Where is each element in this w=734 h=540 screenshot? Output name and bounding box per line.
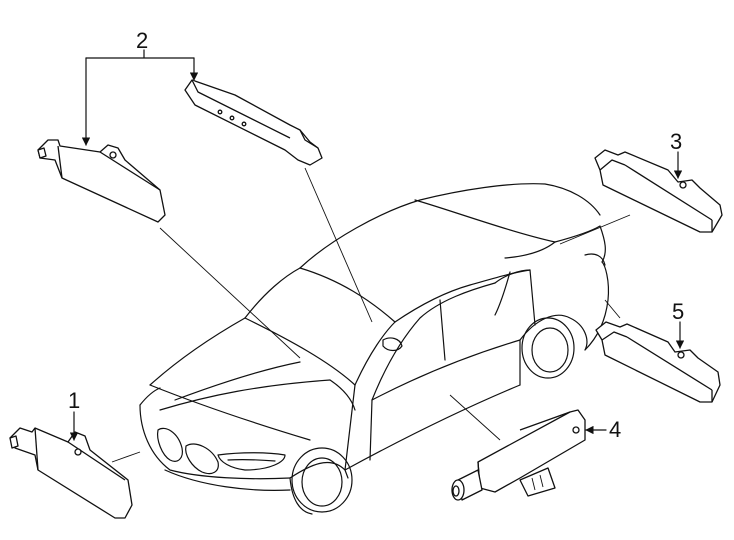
callout-2: 2: [136, 28, 148, 53]
module-part-4: [451, 409, 586, 501]
car-illustration: [139, 183, 610, 515]
module-part-3: [594, 149, 723, 233]
module-part-1: [9, 427, 133, 519]
callout-1: 1: [68, 388, 80, 413]
module-part-2b: [184, 79, 323, 166]
callout-4: 4: [609, 417, 621, 442]
module-part-5: [595, 321, 721, 403]
callout-5: 5: [672, 299, 684, 324]
callout-arrows: [69, 49, 685, 441]
module-part-2a: [37, 139, 166, 223]
leader-lines: [111, 167, 631, 463]
callout-3: 3: [670, 129, 682, 154]
